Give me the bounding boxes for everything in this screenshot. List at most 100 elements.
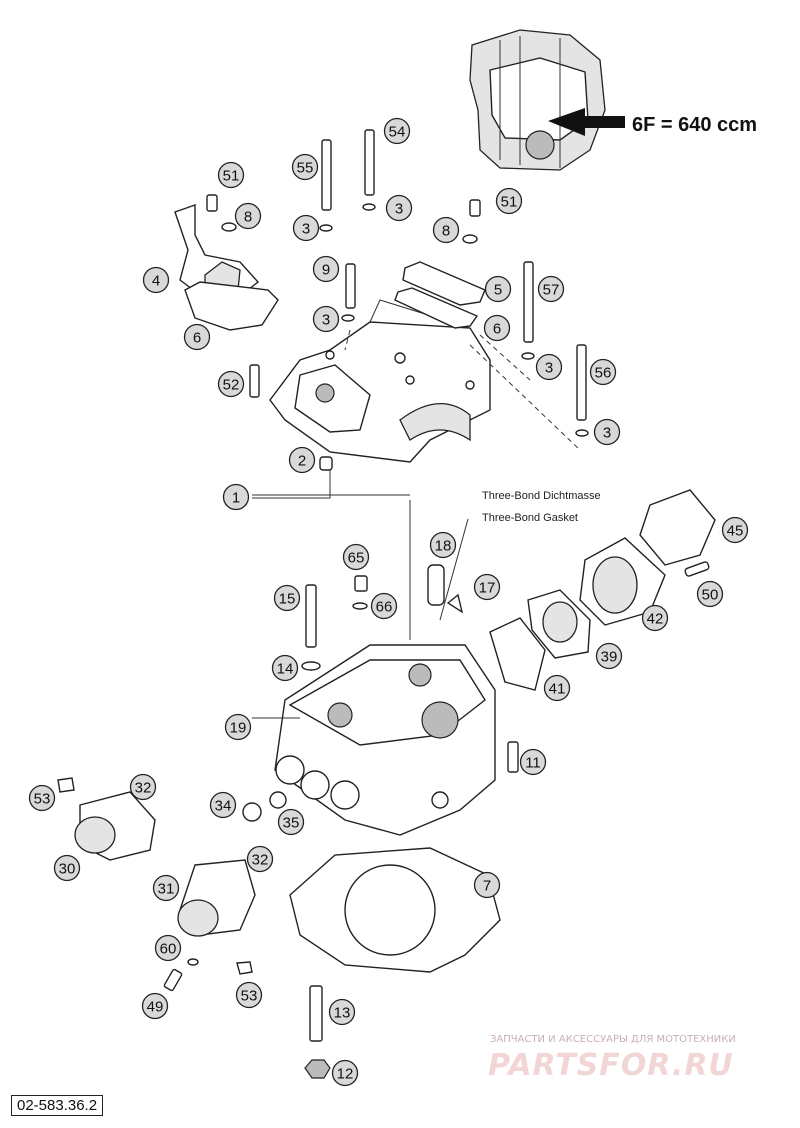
callout-32: 32 bbox=[129, 773, 157, 801]
svg-text:35: 35 bbox=[283, 815, 300, 832]
callout-42: 42 bbox=[641, 604, 669, 632]
callout-3: 3 bbox=[292, 214, 320, 242]
callout-50: 50 bbox=[696, 580, 724, 608]
cylinder-head bbox=[242, 500, 519, 836]
callout-51: 51 bbox=[217, 161, 245, 189]
callout-60: 60 bbox=[154, 934, 182, 962]
svg-text:42: 42 bbox=[647, 611, 664, 628]
svg-text:55: 55 bbox=[297, 160, 314, 177]
engine-reference-thumbnail bbox=[469, 29, 625, 171]
callout-19: 19 bbox=[224, 713, 252, 741]
callout-39: 39 bbox=[595, 642, 623, 670]
callout-66: 66 bbox=[370, 592, 398, 620]
arrow-icon bbox=[548, 108, 625, 136]
gasket-note-de: Three-Bond Dichtmasse bbox=[482, 490, 601, 502]
callout-2: 2 bbox=[288, 446, 316, 474]
callout-30: 30 bbox=[53, 854, 81, 882]
svg-text:8: 8 bbox=[442, 223, 450, 240]
callout-13: 13 bbox=[328, 998, 356, 1026]
callout-5: 5 bbox=[484, 275, 512, 303]
callout-49: 49 bbox=[141, 992, 169, 1020]
callout-51-2: 51 bbox=[495, 187, 523, 215]
callout-1: 1 bbox=[222, 483, 250, 511]
svg-text:3: 3 bbox=[302, 221, 310, 238]
callout-3-3: 3 bbox=[312, 305, 340, 333]
svg-text:15: 15 bbox=[279, 591, 296, 608]
svg-text:2: 2 bbox=[298, 453, 306, 470]
svg-text:6: 6 bbox=[193, 330, 201, 347]
svg-text:18: 18 bbox=[435, 538, 452, 555]
callout-18: 18 bbox=[429, 531, 457, 559]
svg-text:11: 11 bbox=[525, 755, 541, 772]
nut bbox=[304, 1059, 331, 1079]
svg-text:34: 34 bbox=[215, 798, 232, 815]
svg-text:45: 45 bbox=[727, 523, 744, 540]
svg-text:9: 9 bbox=[322, 262, 330, 279]
callout-9: 9 bbox=[312, 255, 340, 283]
callout-3-5: 3 bbox=[593, 418, 621, 446]
callout-6-2: 6 bbox=[483, 314, 511, 342]
callout-31: 31 bbox=[152, 874, 180, 902]
callout-4: 4 bbox=[142, 266, 170, 294]
callout-35: 35 bbox=[277, 808, 305, 836]
callout-65: 65 bbox=[342, 543, 370, 571]
callout-53-2: 53 bbox=[235, 981, 263, 1009]
callout-15: 15 bbox=[273, 584, 301, 612]
svg-text:54: 54 bbox=[389, 124, 406, 141]
callout-8-2: 8 bbox=[432, 216, 460, 244]
diagram-code: 02-583.36.2 bbox=[11, 1095, 104, 1116]
svg-text:3: 3 bbox=[322, 312, 330, 329]
svg-text:3: 3 bbox=[603, 425, 611, 442]
svg-text:4: 4 bbox=[152, 273, 160, 290]
callout-56: 56 bbox=[589, 358, 617, 386]
callout-55: 55 bbox=[291, 153, 319, 181]
callout-8: 8 bbox=[234, 202, 262, 230]
callout-6: 6 bbox=[183, 323, 211, 351]
svg-text:66: 66 bbox=[376, 599, 393, 616]
callout-53: 53 bbox=[28, 784, 56, 812]
callout-11: 11 bbox=[519, 748, 547, 776]
svg-text:53: 53 bbox=[241, 988, 258, 1005]
svg-text:8: 8 bbox=[244, 209, 252, 226]
callout-labels: 1233333456678891112131415171819303132323… bbox=[28, 117, 749, 1087]
callout-7: 7 bbox=[473, 871, 501, 899]
svg-text:31: 31 bbox=[158, 881, 175, 898]
svg-text:56: 56 bbox=[595, 365, 612, 382]
svg-text:49: 49 bbox=[147, 999, 164, 1016]
callout-45: 45 bbox=[721, 516, 749, 544]
callout-17: 17 bbox=[473, 573, 501, 601]
callout-3-4: 3 bbox=[535, 353, 563, 381]
svg-text:30: 30 bbox=[59, 861, 76, 878]
svg-text:32: 32 bbox=[252, 852, 269, 869]
svg-text:17: 17 bbox=[479, 580, 496, 597]
svg-text:41: 41 bbox=[549, 681, 566, 698]
svg-text:51: 51 bbox=[501, 194, 518, 211]
callout-32-2: 32 bbox=[246, 845, 274, 873]
engine-variant-annotation: 6F = 640 ccm bbox=[632, 114, 757, 136]
callout-54: 54 bbox=[383, 117, 411, 145]
svg-text:14: 14 bbox=[277, 661, 294, 678]
gasket-note-en: Three-Bond Gasket bbox=[482, 512, 578, 524]
svg-text:65: 65 bbox=[348, 550, 365, 567]
svg-text:53: 53 bbox=[34, 791, 51, 808]
svg-text:50: 50 bbox=[702, 587, 719, 604]
svg-text:1: 1 bbox=[232, 490, 240, 507]
callout-34: 34 bbox=[209, 791, 237, 819]
svg-text:39: 39 bbox=[601, 649, 618, 666]
svg-text:5: 5 bbox=[494, 282, 502, 299]
callout-12: 12 bbox=[331, 1059, 359, 1087]
svg-text:32: 32 bbox=[135, 780, 152, 797]
watermark-brand: PARTSFOR.RU bbox=[488, 1048, 734, 1083]
callout-14: 14 bbox=[271, 654, 299, 682]
svg-text:52: 52 bbox=[223, 377, 240, 394]
svg-text:57: 57 bbox=[543, 282, 560, 299]
svg-text:3: 3 bbox=[545, 360, 553, 377]
intake-parts bbox=[489, 489, 716, 691]
svg-text:7: 7 bbox=[483, 878, 491, 895]
callout-52: 52 bbox=[217, 370, 245, 398]
svg-text:12: 12 bbox=[337, 1066, 354, 1083]
svg-text:13: 13 bbox=[334, 1005, 351, 1022]
watermark-subtitle: ЗАПЧАСТИ И АКСЕССУАРЫ ДЛЯ МОТОТЕХНИКИ bbox=[490, 1034, 736, 1045]
svg-text:60: 60 bbox=[160, 941, 177, 958]
